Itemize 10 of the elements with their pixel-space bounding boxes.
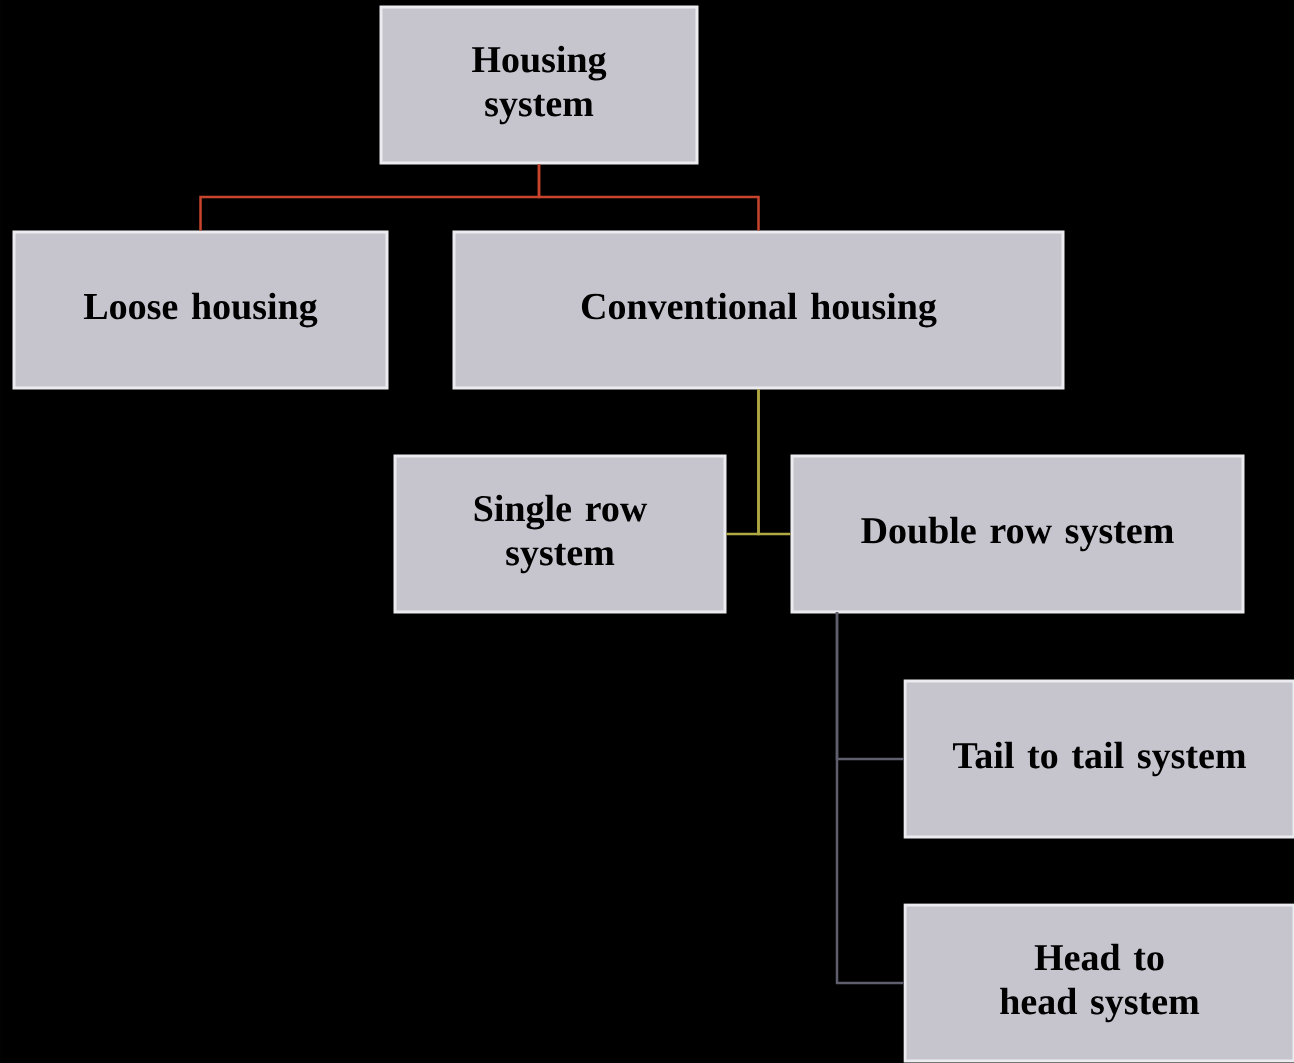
category-box: Double row system <box>790 454 1245 614</box>
category-box: Loose housing <box>12 230 389 390</box>
category-box: Housing system <box>379 5 699 165</box>
connector-line <box>835 612 904 985</box>
connector-line <box>537 164 760 231</box>
category-box: Conventional housing <box>452 230 1065 390</box>
category-box: Head to head system <box>903 903 1294 1063</box>
connector-line <box>757 389 791 536</box>
category-box: Tail to tail system <box>903 679 1294 839</box>
category-box: Single row system <box>393 454 727 614</box>
